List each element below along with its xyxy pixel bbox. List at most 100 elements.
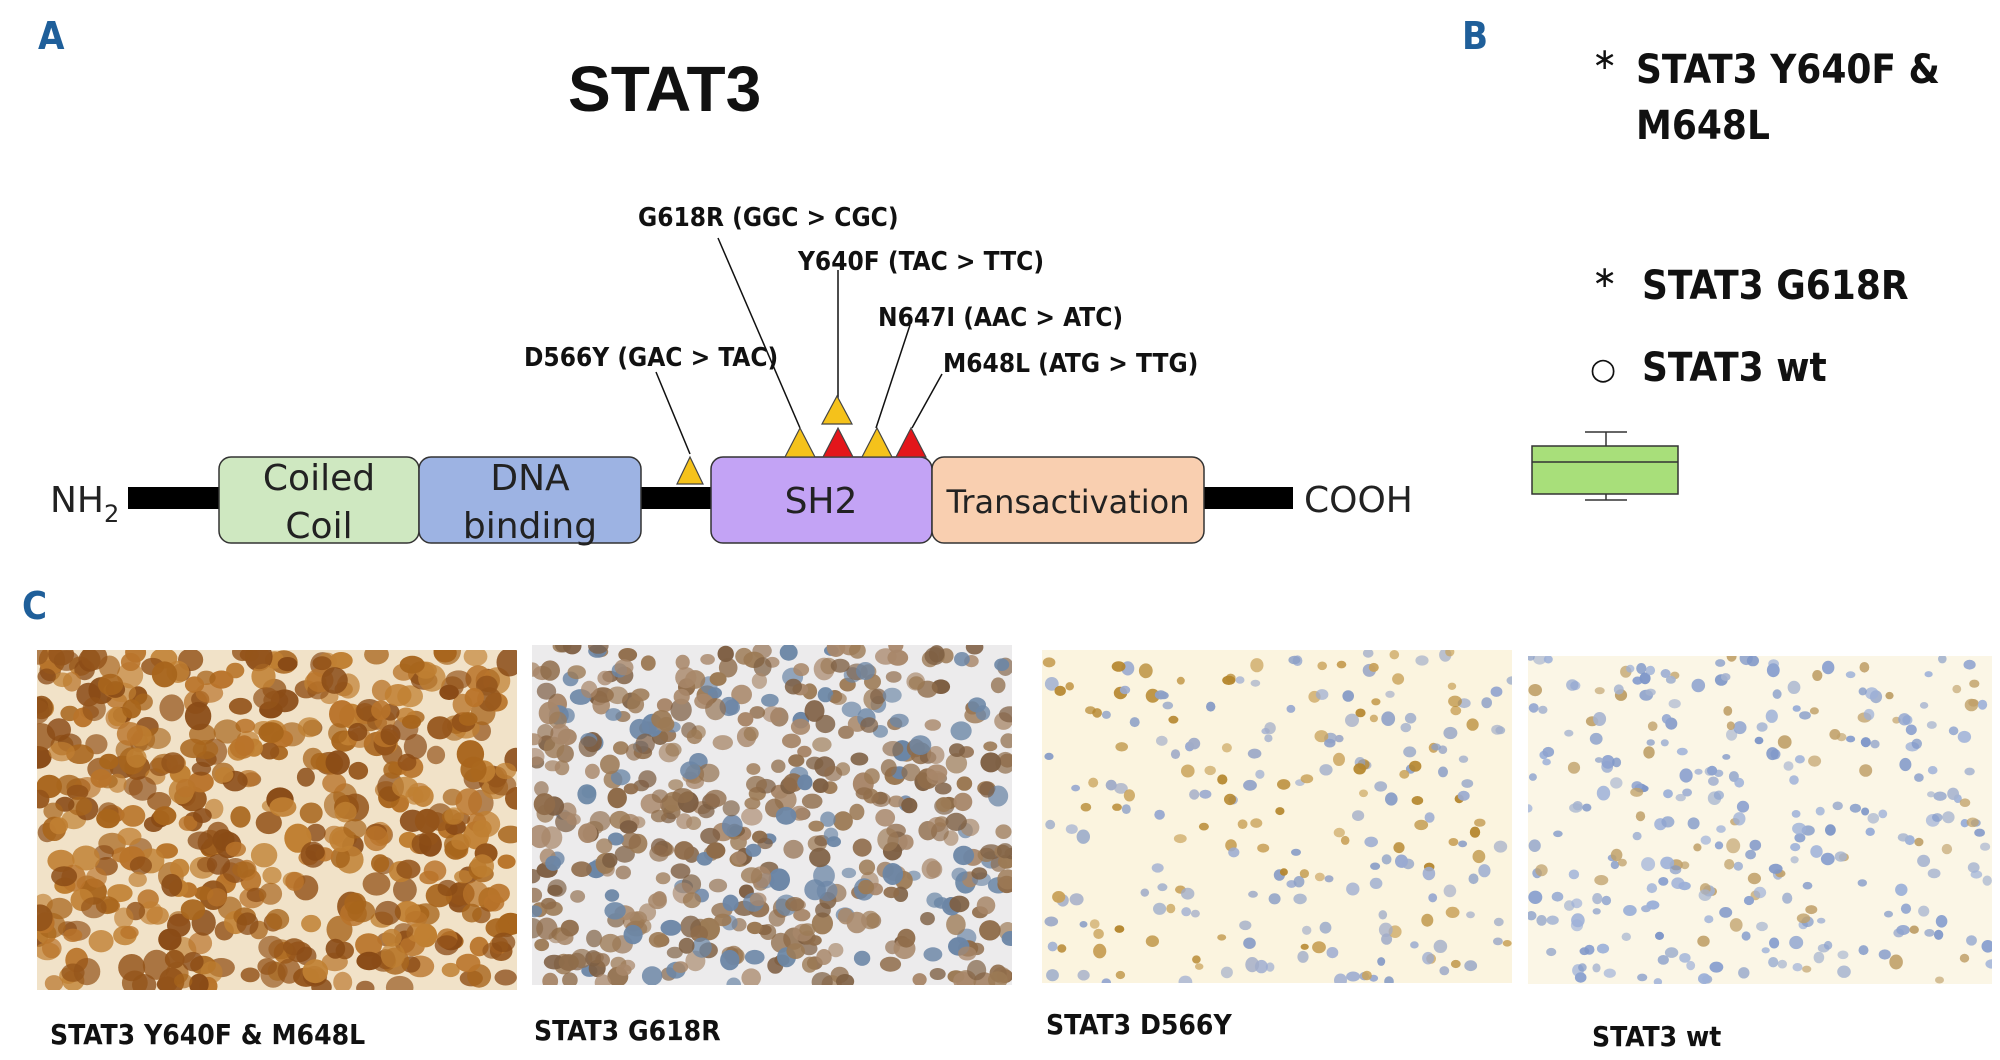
- panel-label-b: B: [1462, 14, 1489, 58]
- cell-nucleus: [1636, 663, 1647, 674]
- cell-nucleus: [578, 823, 598, 843]
- cell-nucleus: [1333, 752, 1345, 766]
- cell-nucleus: [1715, 659, 1726, 667]
- cell-nucleus: [705, 698, 726, 721]
- cell-nucleus: [997, 869, 1012, 890]
- cell-nucleus: [1926, 721, 1937, 729]
- cell-nucleus: [1610, 848, 1623, 862]
- cell-nucleus: [1275, 807, 1285, 816]
- cell-nucleus: [614, 845, 635, 863]
- cell-nucleus: [790, 718, 811, 735]
- cell-nucleus: [1579, 947, 1590, 956]
- cell-nucleus: [1399, 769, 1410, 779]
- cell-nucleus: [322, 773, 347, 794]
- cell-nucleus: [1369, 714, 1378, 723]
- cell-nucleus: [1101, 710, 1111, 719]
- cell-nucleus: [151, 661, 178, 688]
- cell-nucleus: [1395, 854, 1408, 868]
- cell-nucleus: [547, 879, 567, 897]
- cell-nucleus: [602, 852, 618, 868]
- cell-nucleus: [1077, 969, 1090, 981]
- cell-nucleus: [597, 670, 613, 686]
- cell-nucleus: [1352, 810, 1365, 821]
- cell-nucleus: [451, 833, 472, 850]
- cell-nucleus: [852, 838, 872, 857]
- cell-nucleus: [858, 859, 876, 876]
- cell-nucleus: [820, 811, 836, 827]
- cell-nucleus: [384, 684, 412, 707]
- cell-nucleus: [37, 699, 50, 725]
- cell-nucleus: [406, 922, 432, 943]
- cell-nucleus: [1582, 803, 1592, 812]
- cell-nucleus: [812, 778, 829, 793]
- cell-nucleus: [1264, 734, 1273, 743]
- cell-nucleus: [1277, 779, 1291, 790]
- cell-nucleus: [1528, 684, 1542, 697]
- cell-nucleus: [1837, 950, 1849, 960]
- cell-nucleus: [1777, 735, 1792, 749]
- cell-nucleus: [1967, 862, 1980, 873]
- cell-nucleus: [1291, 848, 1301, 856]
- cell-nucleus: [1726, 728, 1738, 741]
- cell-nucleus: [793, 663, 810, 677]
- cell-nucleus: [1198, 822, 1209, 831]
- cell-nucleus: [90, 769, 112, 788]
- cell-nucleus: [1664, 947, 1679, 958]
- cell-nucleus: [979, 920, 1001, 941]
- cell-nucleus: [1543, 656, 1553, 664]
- cell-nucleus: [374, 900, 401, 926]
- cell-nucleus: [1952, 684, 1962, 694]
- cell-nucleus: [1359, 789, 1368, 798]
- cell-nucleus: [1632, 831, 1642, 841]
- cell-nucleus: [1768, 957, 1779, 968]
- cell-nucleus: [1700, 835, 1711, 845]
- cell-nucleus: [1421, 913, 1434, 927]
- cell-nucleus: [926, 892, 944, 908]
- cell-nucleus: [301, 914, 322, 933]
- cell-nucleus: [161, 873, 183, 897]
- cell-nucleus: [1342, 690, 1354, 702]
- cell-nucleus: [1392, 673, 1405, 685]
- cell-nucleus: [1791, 810, 1801, 818]
- cell-nucleus: [1802, 965, 1812, 973]
- cell-nucleus: [44, 975, 64, 990]
- cell-nucleus: [1792, 822, 1807, 835]
- cell-nucleus: [849, 803, 865, 821]
- cell-nucleus: [691, 937, 712, 958]
- legend-item-g618r: STAT3 G618R: [1642, 263, 1909, 309]
- cell-nucleus: [1457, 790, 1470, 801]
- cell-nucleus: [423, 860, 447, 882]
- cell-nucleus: [909, 735, 932, 755]
- cell-nucleus: [1935, 976, 1944, 984]
- cell-nucleus: [1766, 747, 1779, 761]
- cell-nucleus: [686, 729, 703, 745]
- cell-nucleus: [1935, 915, 1948, 928]
- cell-nucleus: [934, 816, 949, 827]
- cell-nucleus: [1981, 940, 1992, 953]
- cell-nucleus: [46, 897, 73, 920]
- cell-nucleus: [1687, 817, 1700, 830]
- cell-nucleus: [1792, 705, 1801, 712]
- cell-nucleus: [277, 958, 301, 984]
- cell-nucleus: [668, 779, 684, 791]
- cell-nucleus: [411, 833, 432, 855]
- cell-nucleus: [297, 717, 322, 738]
- cell-nucleus: [1846, 735, 1856, 743]
- cell-nucleus: [1796, 913, 1811, 924]
- cell-nucleus: [1769, 937, 1780, 949]
- cell-nucleus: [1445, 906, 1460, 918]
- cell-nucleus: [1589, 732, 1603, 745]
- cell-nucleus: [697, 763, 720, 783]
- cell-nucleus: [1601, 895, 1612, 906]
- domain-transactivation: Transactivation: [931, 456, 1205, 544]
- cell-nucleus: [1245, 957, 1260, 973]
- circle-icon: ○: [1590, 352, 1617, 387]
- cell-nucleus: [665, 742, 682, 757]
- cell-nucleus: [567, 665, 586, 680]
- cell-nucleus: [1464, 960, 1478, 972]
- cell-nucleus: [1433, 939, 1448, 953]
- cell-nucleus: [799, 923, 816, 936]
- cell-nucleus: [983, 741, 998, 752]
- cell-nucleus: [153, 806, 177, 826]
- cell-nucleus: [193, 808, 212, 824]
